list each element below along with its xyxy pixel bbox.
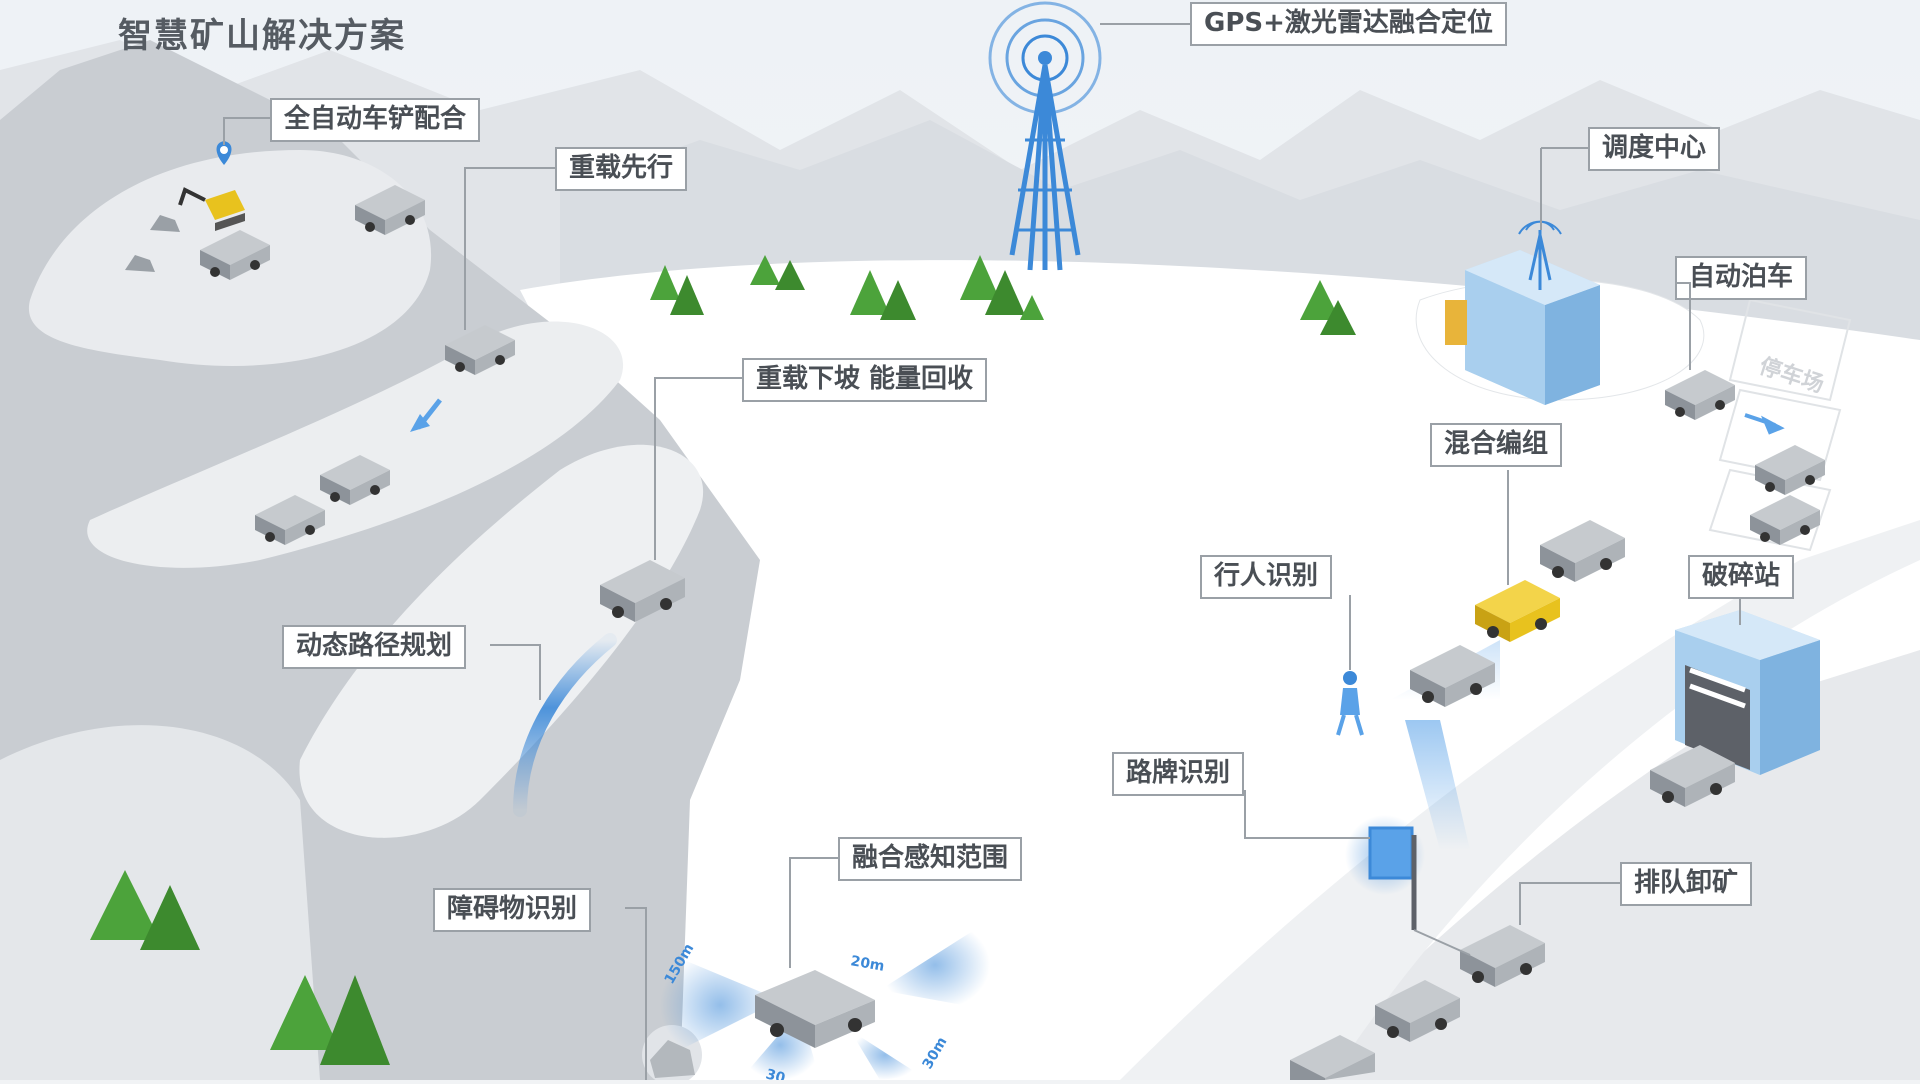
truck-upper-terrace-1 bbox=[355, 185, 425, 235]
excavator bbox=[178, 187, 245, 231]
dynamic-path-curve bbox=[513, 633, 617, 817]
label-heavy-first: 重载先行 bbox=[555, 147, 688, 191]
location-pin bbox=[216, 141, 232, 165]
truck-fleet bbox=[125, 141, 1825, 1080]
mid-terrace bbox=[87, 321, 624, 568]
lower-terrace bbox=[299, 444, 704, 838]
label-queue: 排队卸矿 bbox=[1620, 862, 1753, 906]
label-crusher: 破碎站 bbox=[1688, 555, 1795, 599]
truck-park-1 bbox=[1665, 370, 1735, 420]
truck-mid-terrace-2 bbox=[255, 495, 325, 545]
truck-mixed-3 bbox=[1410, 645, 1495, 707]
truck-park-3 bbox=[1750, 495, 1820, 545]
label-obstacle: 障碍物识别 bbox=[433, 888, 592, 932]
fusion-beams bbox=[660, 920, 990, 1080]
label-mixed-group: 混合编组 bbox=[1430, 423, 1563, 467]
truck-mixed-1 bbox=[1540, 520, 1625, 582]
truck-heavy-first bbox=[445, 325, 515, 375]
crusher-building bbox=[1675, 610, 1820, 775]
truck-shovel bbox=[200, 230, 270, 280]
truck-crusher bbox=[1650, 745, 1735, 807]
label-fusion: 融合感知范围 bbox=[838, 837, 1023, 881]
rock-pile-2 bbox=[125, 255, 155, 272]
label-sign: 路牌识别 bbox=[1112, 752, 1245, 796]
label-auto-shovel: 全自动车铲配合 bbox=[270, 98, 481, 142]
label-pedestrian: 行人识别 bbox=[1200, 555, 1333, 599]
truck-mixed-yellow bbox=[1475, 580, 1560, 642]
radio-tower bbox=[988, 1, 1102, 271]
label-dispatch: 调度中心 bbox=[1588, 127, 1721, 171]
range-20m: 20m bbox=[849, 953, 885, 975]
trees bbox=[90, 255, 1356, 1065]
page-title: 智慧矿山解决方案 bbox=[118, 16, 406, 56]
camera-cone bbox=[1405, 720, 1470, 850]
rock-pile-1 bbox=[150, 215, 180, 232]
park-arrow bbox=[1744, 413, 1785, 435]
foot-slope bbox=[0, 725, 320, 1080]
downhill-arrowhead bbox=[410, 414, 430, 432]
label-dynamic-path: 动态路径规划 bbox=[282, 625, 467, 669]
label-downhill: 重载下坡 能量回收 bbox=[742, 358, 988, 402]
truck-queue-2 bbox=[1375, 980, 1460, 1042]
dispatch-building bbox=[1445, 220, 1600, 405]
truck-downhill bbox=[600, 560, 685, 622]
truck-queue-3 bbox=[1290, 1035, 1375, 1080]
truck-queue-1 bbox=[1460, 925, 1545, 987]
truck-fusion bbox=[755, 970, 875, 1048]
label-auto-park: 自动泊车 bbox=[1675, 256, 1808, 300]
truck-mid-terrace-1 bbox=[320, 455, 390, 505]
truck-park-2 bbox=[1755, 445, 1825, 495]
label-gps: GPS+激光雷达融合定位 bbox=[1190, 2, 1507, 46]
